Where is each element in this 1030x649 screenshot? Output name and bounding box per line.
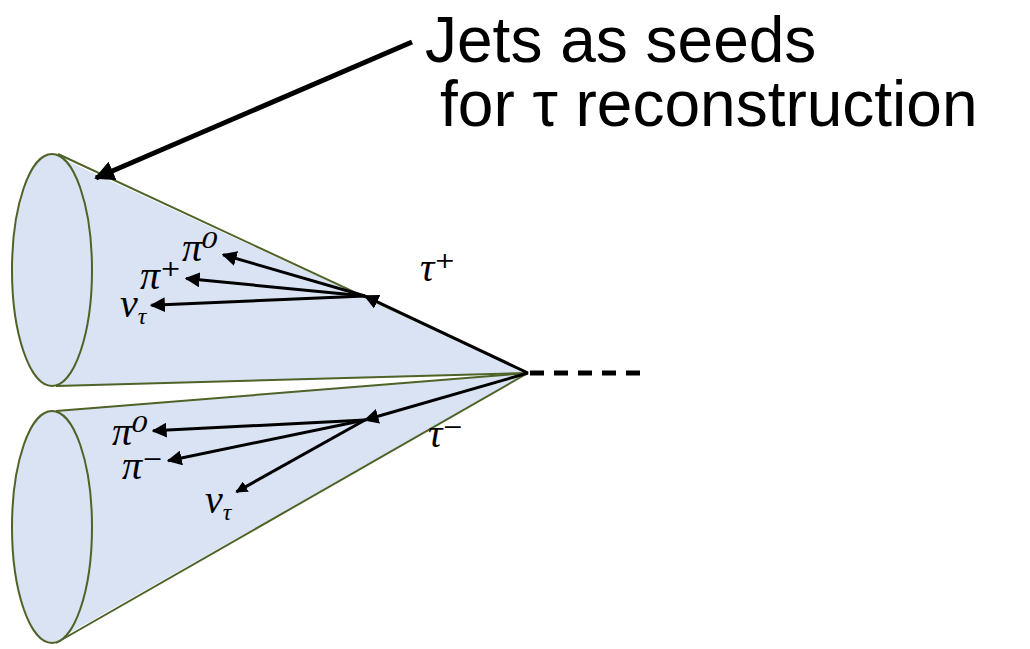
decay-arrow: [151, 296, 365, 305]
callout-arrow: [96, 42, 412, 178]
cone-edge: [56, 373, 528, 386]
callout-text: Jets as seeds for τ reconstruction: [425, 8, 978, 136]
subscript: τ: [138, 303, 147, 329]
decay-arrow: [186, 279, 365, 297]
cone-base: [12, 154, 92, 386]
subscript: τ: [223, 499, 232, 525]
particle-label: ντ: [120, 284, 146, 328]
particle-label: τ⁺: [420, 248, 455, 288]
particle-label: τ⁻: [428, 414, 463, 454]
cone-edge: [56, 373, 528, 643]
particle-label: ντ: [205, 480, 231, 524]
cone-edge: [58, 154, 528, 373]
particle-label: π⁻: [122, 446, 163, 486]
particle-label: π⁺: [140, 256, 181, 296]
decay-arrow: [168, 420, 365, 461]
decay-arrow: [236, 420, 365, 492]
particle-label: π⁰: [182, 228, 218, 268]
tau-arrow: [365, 373, 528, 420]
tau-arrow: [365, 296, 528, 373]
cone-base: [12, 411, 92, 643]
jet-cone: [52, 373, 528, 643]
dashed-line: [530, 371, 640, 376]
jet-cone: [52, 154, 528, 386]
